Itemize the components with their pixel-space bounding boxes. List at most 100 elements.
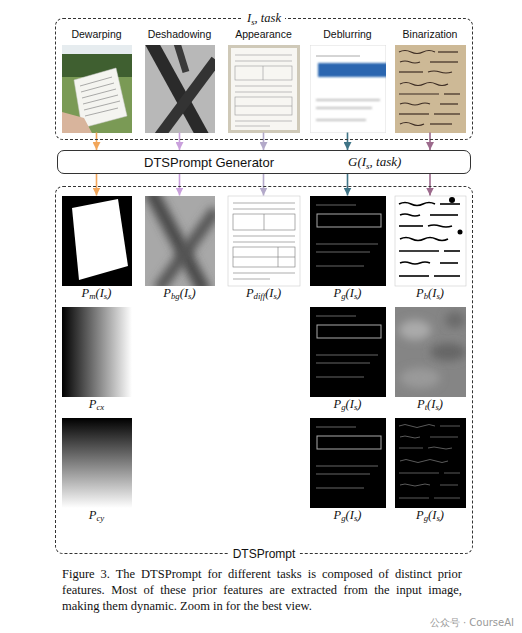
- math-part: (I: [180, 286, 188, 300]
- frame-label: Is, task: [243, 10, 285, 27]
- prior-image: Pdiff(Is): [228, 196, 300, 302]
- math-subscript: diff: [254, 291, 266, 301]
- image-label: Pcy: [54, 508, 140, 524]
- arrow-connector: [347, 174, 349, 196]
- generator-label: G(Is, task): [348, 154, 401, 170]
- math-subscript: m: [89, 291, 95, 301]
- math-part: P: [246, 286, 254, 300]
- image-label: Pbg(Is): [137, 286, 223, 302]
- math-part: I: [247, 11, 251, 25]
- prompt-frame: DTSPromptPm(Is)Pbg(Is)Pdiff(Is)Pg(Is)Pb(…: [55, 186, 473, 554]
- math-part: ): [277, 286, 281, 300]
- gradient-prior: [310, 196, 386, 286]
- generator-label: DTSPrompt Generator: [144, 155, 274, 170]
- math-subscript: g: [424, 513, 428, 523]
- image-label: Pm(Is): [54, 286, 140, 302]
- math-part: P: [89, 508, 97, 522]
- image-label: Pg(Is): [302, 286, 394, 302]
- math-part: P: [416, 508, 424, 522]
- gradient-prior: [395, 418, 466, 508]
- math-subscript: cx: [96, 402, 104, 412]
- generator-box: DTSPrompt Generator G(Is, task): [57, 150, 471, 174]
- arrow-connector: [179, 174, 181, 196]
- input-frame: Is, taskDewarpingDeshadowingAppearanceDe…: [55, 18, 473, 140]
- arrow-connector: [429, 133, 431, 151]
- math-part: P: [334, 286, 342, 300]
- input-image: Deshadowing: [145, 27, 215, 133]
- math-part: P: [334, 397, 342, 411]
- image-label: Deshadowing: [139, 27, 221, 41]
- input-image: Appearance: [228, 27, 300, 133]
- prior-image: Pcy: [62, 418, 132, 524]
- math-subscript: s: [436, 513, 439, 523]
- x-coordinate-prior: [62, 307, 132, 397]
- image-label: Pg(Is): [302, 508, 394, 524]
- difference-prior: [228, 196, 300, 286]
- math-part: ): [439, 397, 443, 411]
- arrow-connector: [347, 133, 349, 151]
- arrow-connector: [429, 174, 431, 196]
- math-subscript: s: [104, 291, 107, 301]
- prior-image: Pg(Is): [310, 196, 386, 302]
- math-part: , task): [370, 154, 402, 169]
- gradient-prior: [310, 307, 386, 397]
- image-label: Pdiff(Is): [220, 286, 308, 302]
- input-image: Deblurring: [310, 27, 386, 133]
- math-subscript: s: [354, 291, 357, 301]
- math-subscript: s: [274, 291, 277, 301]
- prior-image: Pb(Is): [395, 196, 466, 302]
- text-prior: [395, 307, 466, 397]
- math-part: (I: [428, 508, 436, 522]
- math-part: (I: [96, 286, 104, 300]
- input-image: Binarization: [395, 27, 466, 133]
- prior-image: Pm(Is): [62, 196, 132, 302]
- math-part: G(I: [348, 154, 366, 169]
- prior-image: Pt(Is): [395, 307, 466, 413]
- math-part: ): [440, 508, 444, 522]
- math-part: P: [417, 397, 425, 411]
- image-label: Deblurring: [304, 27, 392, 41]
- math-part: (I: [346, 286, 354, 300]
- math-part: ): [440, 286, 444, 300]
- binarization-prior: [395, 196, 466, 286]
- math-subscript: s: [251, 17, 254, 27]
- math-part: P: [416, 286, 424, 300]
- prior-image: Pg(Is): [395, 418, 466, 524]
- math-part: (I: [265, 286, 273, 300]
- math-part: P: [82, 286, 90, 300]
- math-part: P: [89, 397, 97, 411]
- y-coordinate-prior: [62, 418, 132, 508]
- math-subscript: s: [435, 402, 438, 412]
- math-subscript: cy: [96, 513, 104, 523]
- math-part: ): [357, 397, 361, 411]
- image-label: Pg(Is): [387, 508, 474, 524]
- math-subscript: s: [354, 402, 357, 412]
- arrow-connector: [179, 133, 181, 151]
- watermark: 公众号 · CourseAI: [430, 616, 514, 630]
- frame-label: DTSPrompt: [229, 546, 300, 562]
- prior-image: Pcx: [62, 307, 132, 413]
- arrow-connector: [263, 174, 265, 196]
- math-subscript: s: [366, 161, 370, 171]
- background-prior: [145, 196, 215, 286]
- math-part: ): [357, 286, 361, 300]
- math-subscript: s: [354, 513, 357, 523]
- math-subscript: s: [188, 291, 191, 301]
- appearance-photo: [228, 45, 300, 133]
- math-part: ): [357, 508, 361, 522]
- prior-image: Pg(Is): [310, 307, 386, 413]
- math-part: (I: [428, 286, 436, 300]
- math-subscript: t: [425, 402, 427, 412]
- image-label: Pg(Is): [302, 397, 394, 413]
- arrow-connector: [96, 174, 98, 196]
- image-label: Pb(Is): [387, 286, 474, 302]
- deshadowing-photo: [145, 45, 215, 133]
- math-subscript: b: [424, 291, 428, 301]
- image-label: Dewarping: [56, 27, 138, 41]
- image-label: Pcx: [54, 397, 140, 413]
- image-label: Pt(Is): [387, 397, 474, 413]
- math-part: (I: [346, 508, 354, 522]
- arrow-connector: [263, 133, 265, 151]
